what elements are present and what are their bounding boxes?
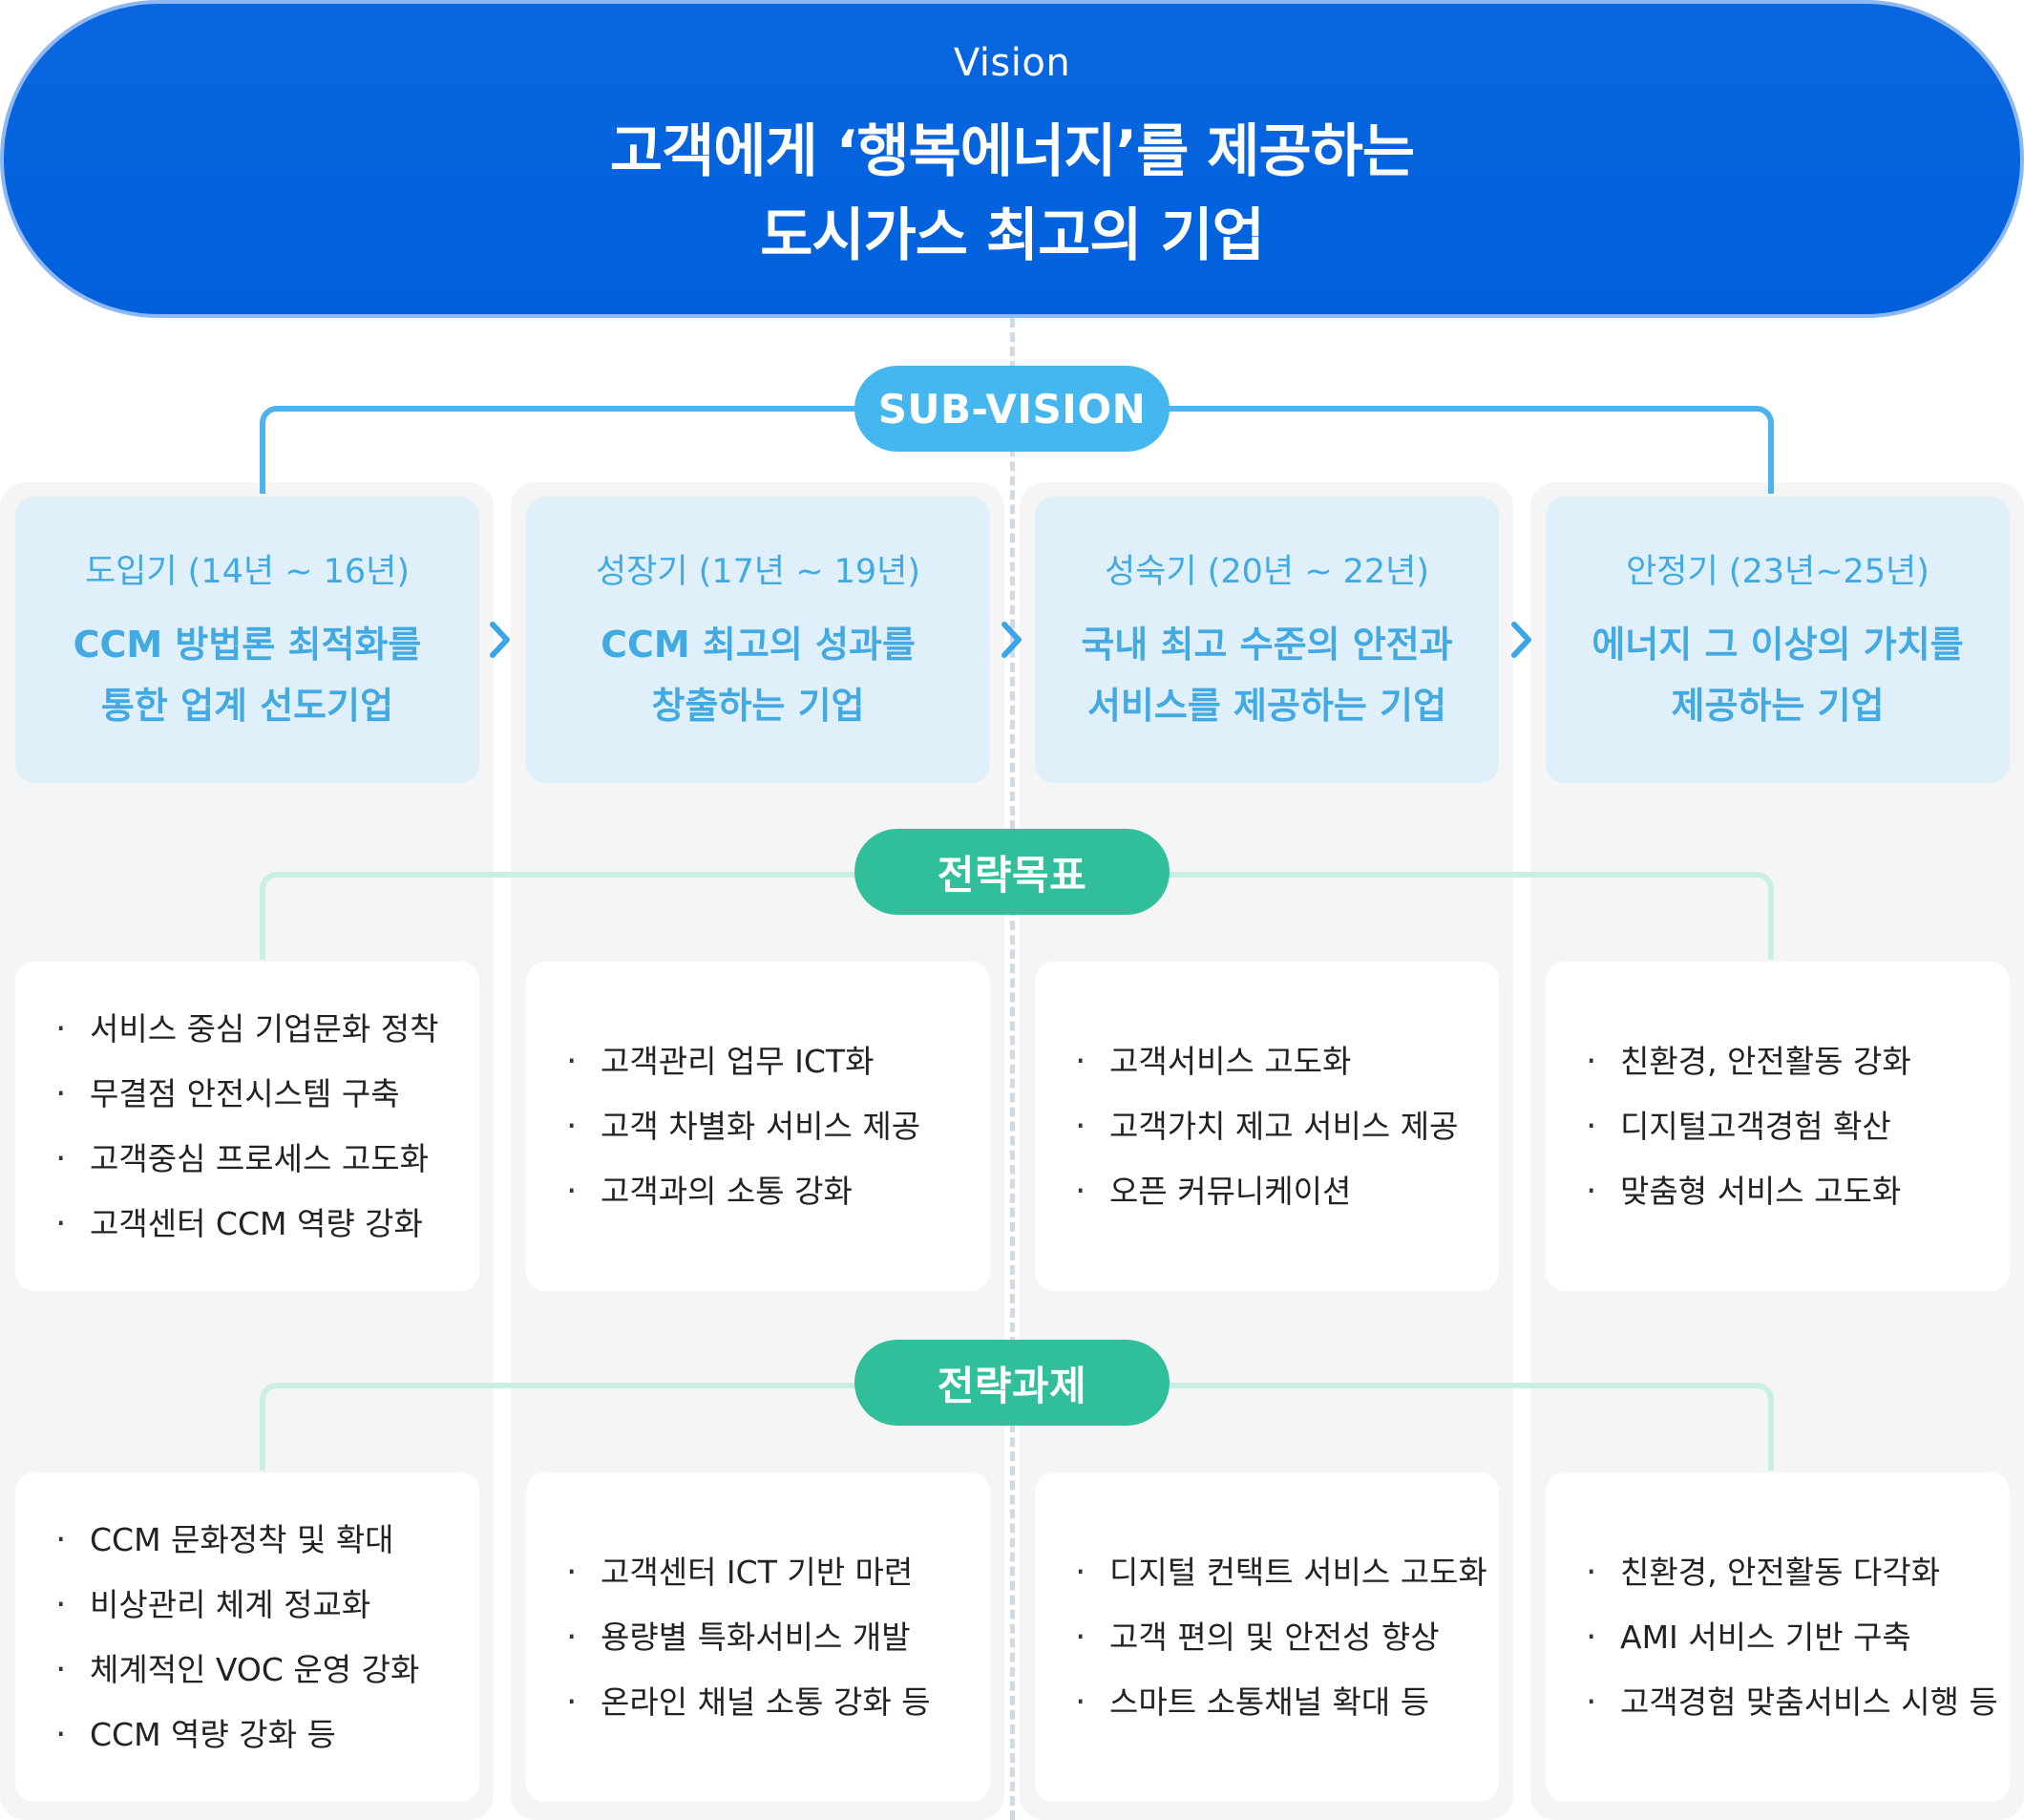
- phase-title-line-2: 서비스를 제공하는 기업: [1086, 684, 1447, 727]
- tasks-card-3: 디지털 컨택트 서비스 고도화 고객 편의 및 안전성 향상 스마트 소통채널 …: [1035, 1472, 1499, 1802]
- strategic-goals-pill: 전략목표: [854, 829, 1170, 915]
- subvision-pill: SUB-VISION: [854, 366, 1170, 452]
- tasks-card-1: CCM 문화정착 및 확대 비상관리 체계 정교화 체계적인 VOC 운영 강화…: [15, 1472, 479, 1802]
- goals-card-2: 고객관리 업무 ICT화 고객 차별화 서비스 제공 고객과의 소통 강화: [526, 962, 990, 1291]
- center-dashed-line: [1010, 318, 1015, 1820]
- vision-statement-line-2: 도시가스 최고의 기업: [760, 201, 1265, 269]
- chevron-right-icon: [993, 611, 1031, 668]
- goals-card-4: 친환경, 안전활동 강화 디지털고객경험 확산 맞춤형 서비스 고도화: [1546, 962, 2010, 1291]
- list-item: 고객가치 제고 서비스 제공: [1065, 1094, 1499, 1159]
- list-item: 고객경험 맞춤서비스 시행 등: [1576, 1670, 2010, 1735]
- chevron-right-icon: [1503, 611, 1541, 668]
- vision-statement-line-1: 고객에게 ‘행복에너지’를 제공하는: [609, 117, 1415, 185]
- phase-title-line-1: CCM 최고의 성과를: [601, 623, 916, 666]
- list-item: 무결점 안전시스템 구축: [46, 1062, 479, 1127]
- phase-title-line-1: 에너지 그 이상의 가치를: [1592, 623, 1964, 666]
- list-item: 고객서비스 고도화: [1065, 1029, 1499, 1094]
- list-item: 비상관리 체계 정교화: [46, 1573, 479, 1638]
- tasks-card-2: 고객센터 ICT 기반 마련 용량별 특화서비스 개발 온라인 채널 소통 강화…: [526, 1472, 990, 1802]
- list-item: 디지털고객경험 확산: [1576, 1094, 2010, 1159]
- phase-card-3: 성숙기 (20년 ~ 22년) 국내 최고 수준의 안전과 서비스를 제공하는 …: [1035, 497, 1499, 783]
- list-item: 맞춤형 서비스 고도화: [1576, 1159, 2010, 1224]
- list-item: 친환경, 안전활동 다각화: [1576, 1540, 2010, 1605]
- list-item: 고객 편의 및 안전성 향상: [1065, 1605, 1499, 1670]
- list-item: CCM 문화정착 및 확대: [46, 1508, 479, 1573]
- list-item: 고객센터 ICT 기반 마련: [557, 1540, 990, 1605]
- phase-period: 도입기 (14년 ~ 16년): [84, 552, 411, 591]
- phase-card-2: 성장기 (17년 ~ 19년) CCM 최고의 성과를 창출하는 기업: [526, 497, 990, 783]
- list-item: 오픈 커뮤니케이션: [1065, 1159, 1499, 1224]
- list-item: 체계적인 VOC 운영 강화: [46, 1638, 479, 1703]
- strategic-tasks-pill: 전략과제: [854, 1340, 1170, 1426]
- goals-card-3: 고객서비스 고도화 고객가치 제고 서비스 제공 오픈 커뮤니케이션: [1035, 962, 1499, 1291]
- phase-period: 안정기 (23년~25년): [1626, 552, 1929, 591]
- list-item: 고객관리 업무 ICT화: [557, 1029, 990, 1094]
- list-item: 서비스 중심 기업문화 정착: [46, 997, 479, 1062]
- vision-banner: Vision 고객에게 ‘행복에너지’를 제공하는 도시가스 최고의 기업: [0, 0, 2024, 318]
- list-item: 고객중심 프로세스 고도화: [46, 1127, 479, 1192]
- list-item: 고객 차별화 서비스 제공: [557, 1094, 990, 1159]
- list-item: 디지털 컨택트 서비스 고도화: [1065, 1540, 1499, 1605]
- goals-card-1: 서비스 중심 기업문화 정착 무결점 안전시스템 구축 고객중심 프로세스 고도…: [15, 962, 479, 1291]
- phase-period: 성장기 (17년 ~ 19년): [595, 552, 921, 591]
- list-item: 고객센터 CCM 역량 강화: [46, 1192, 479, 1257]
- list-item: 용량별 특화서비스 개발: [557, 1605, 990, 1670]
- chevron-right-icon: [481, 611, 519, 668]
- phase-title-line-2: 창출하는 기업: [651, 684, 865, 727]
- list-item: 친환경, 안전활동 강화: [1576, 1029, 2010, 1094]
- list-item: CCM 역량 강화 등: [46, 1703, 479, 1767]
- phase-period: 성숙기 (20년 ~ 22년): [1104, 552, 1430, 591]
- list-item: 고객과의 소통 강화: [557, 1159, 990, 1224]
- phase-card-1: 도입기 (14년 ~ 16년) CCM 방법론 최적화를 통한 업계 선도기업: [15, 497, 479, 783]
- phase-title-line-1: 국내 최고 수준의 안전과: [1081, 623, 1453, 666]
- vision-label: Vision: [953, 40, 1071, 85]
- list-item: AMI 서비스 기반 구축: [1576, 1605, 2010, 1670]
- phase-card-4: 안정기 (23년~25년) 에너지 그 이상의 가치를 제공하는 기업: [1546, 497, 2010, 783]
- phase-title-line-2: 제공하는 기업: [1671, 684, 1885, 727]
- list-item: 스마트 소통채널 확대 등: [1065, 1670, 1499, 1735]
- phase-title-line-1: CCM 방법론 최적화를: [73, 623, 422, 666]
- tasks-card-4: 친환경, 안전활동 다각화 AMI 서비스 기반 구축 고객경험 맞춤서비스 시…: [1546, 1472, 2010, 1802]
- phase-title-line-2: 통한 업계 선도기업: [100, 684, 394, 727]
- list-item: 온라인 채널 소통 강화 등: [557, 1670, 990, 1735]
